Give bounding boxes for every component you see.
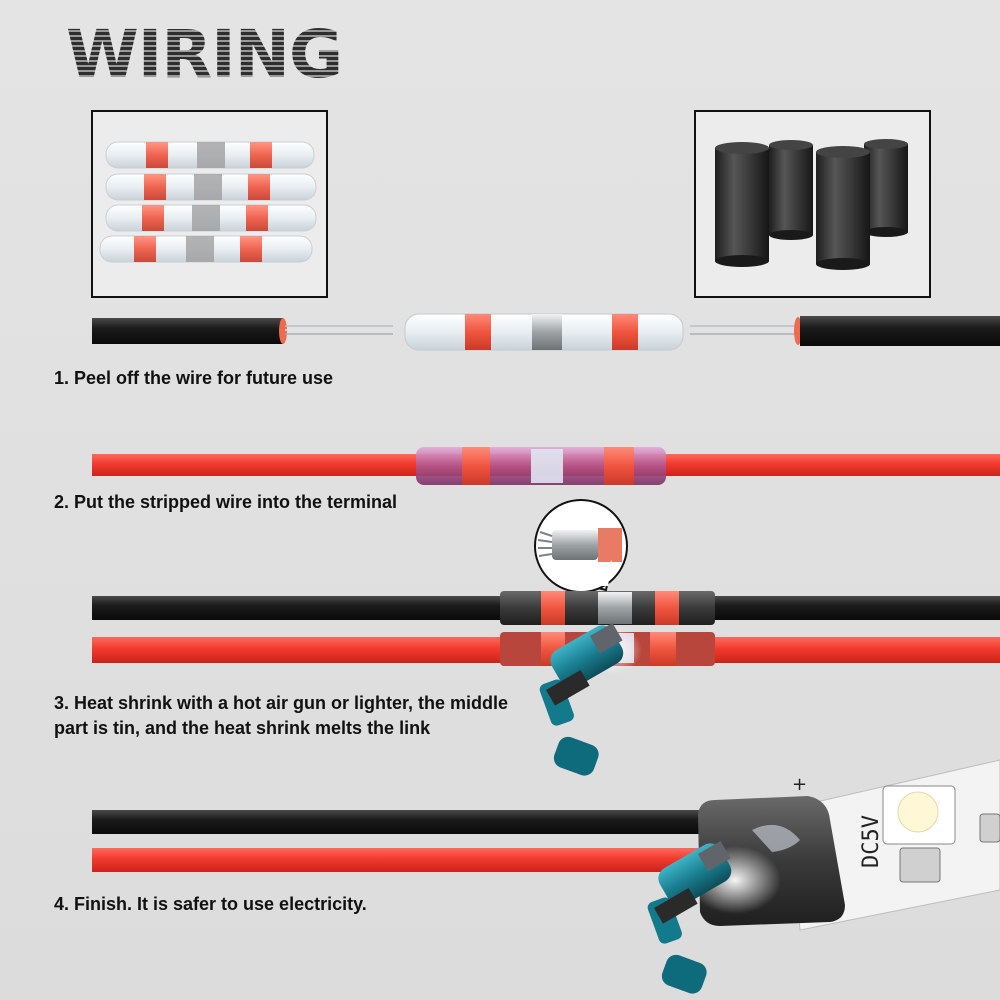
bare-copper-strands-right [690, 325, 797, 335]
step1-illustration [92, 313, 1000, 351]
step4-illustration: + DC5V [92, 759, 1000, 931]
strip-label: DC5V [859, 815, 884, 868]
black-wire [92, 810, 712, 834]
heat-gun-icon [539, 622, 624, 776]
step-4-text: 4. Finish. It is safer to use electricit… [54, 894, 367, 914]
connector-row-3 [105, 204, 317, 232]
led-strip: + DC5V [789, 759, 1000, 931]
shrink-tube [769, 140, 813, 240]
shrink-tube [864, 139, 908, 237]
connector-row-2 [105, 173, 317, 201]
heat-gun-icon [647, 840, 732, 994]
black-wire-left [92, 318, 283, 344]
connector-row-1 [105, 141, 315, 169]
solder-connector [404, 313, 684, 351]
black-wire-right [800, 316, 1000, 346]
step3-illustration [92, 591, 1000, 674]
step-3-text: 3. Heat shrink with a hot air gun or lig… [54, 693, 509, 738]
page-title: WIRING [66, 16, 343, 93]
bare-copper-strands-left [285, 325, 393, 335]
connector-product-box [91, 110, 328, 298]
step-2-text: 2. Put the stripped wire into the termin… [54, 492, 398, 512]
step2-illustration [92, 447, 1000, 485]
step-1-text: 1. Peel off the wire for future use [54, 368, 334, 388]
strip-plus-label: + [792, 774, 807, 795]
black-wire-connector [500, 591, 715, 625]
shrink-tube [816, 146, 870, 270]
red-wire [92, 848, 712, 872]
heat-shrink-tube-box [694, 110, 931, 298]
inserted-connector [416, 447, 666, 485]
zoom-callout [534, 499, 628, 593]
shrink-tube [715, 142, 769, 267]
connector-row-4 [99, 235, 313, 263]
